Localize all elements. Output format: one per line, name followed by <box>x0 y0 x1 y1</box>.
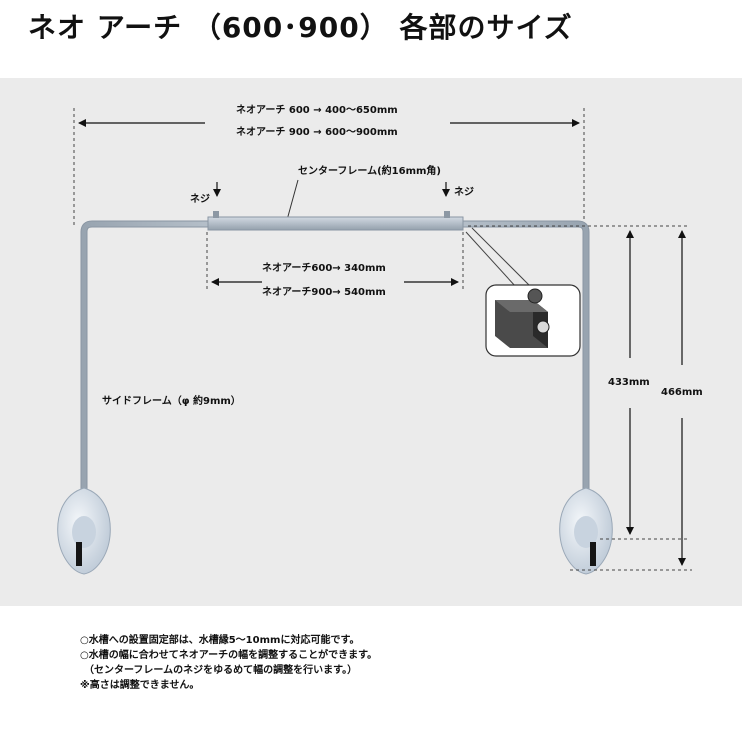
note-item: ※高さは調整できません。 <box>80 680 200 691</box>
screw-detail-callout <box>465 227 581 357</box>
width-label-600: ネオアーチ 600 → 400～650mm <box>236 105 398 116</box>
height-dimensions <box>468 225 692 571</box>
note-item: （センターフレームのネジをゆるめて幅の調整を行います。） <box>84 665 358 676</box>
screw-span-label-900: ネオアーチ900→ 540mm <box>262 287 386 298</box>
diagram-background <box>0 78 742 606</box>
arch-frame <box>80 211 590 500</box>
center-frame-leader <box>286 179 299 221</box>
screw-span-label-600: ネオアーチ600→ 340mm <box>262 263 386 274</box>
screw-left <box>213 211 219 218</box>
screw-span-dimension <box>206 232 464 290</box>
side-frame-label: サイドフレーム（φ 約9mm） <box>102 396 241 407</box>
page-title: ネオ アーチ （600･900） 各部のサイズ <box>28 11 573 44</box>
width-label-900: ネオアーチ 900 → 600～900mm <box>236 127 398 138</box>
overall-width-dimension <box>73 108 585 226</box>
clamp-right <box>559 487 613 575</box>
height-label-433: 433mm <box>608 377 650 388</box>
note-item: ○水槽への設置固定部は、水槽縁5～10mmに対応可能です。 <box>80 635 360 646</box>
height-label-466: 466mm <box>661 387 703 398</box>
screw-right <box>444 211 450 218</box>
note-item: ○水槽の幅に合わせてネオアーチの幅を調整することができます。 <box>80 650 378 661</box>
center-frame-label: センターフレーム(約16mm角) <box>298 166 441 177</box>
screw-label-left: ネジ <box>190 194 210 205</box>
screw-label-right: ネジ <box>454 187 474 198</box>
clamp-left <box>57 487 111 575</box>
notes: ○水槽への設置固定部は、水槽縁5～10mmに対応可能です。 ○水槽の幅に合わせて… <box>80 633 377 693</box>
center-frame <box>207 216 464 231</box>
